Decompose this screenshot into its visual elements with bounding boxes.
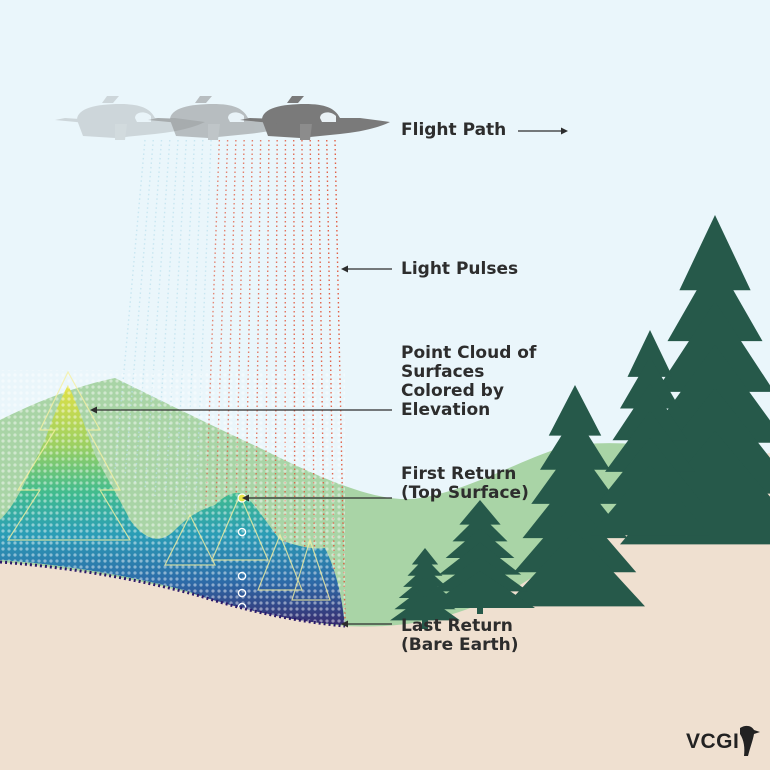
evergreen-tree-tier — [505, 530, 645, 607]
point-cloud-trees — [6, 370, 331, 601]
evergreen-forest — [390, 215, 770, 629]
last-return-label: Last Return (Bare Earth) — [401, 617, 519, 655]
return-marker — [237, 527, 247, 537]
light-pulse-beam — [114, 139, 146, 471]
bare-earth-points — [0, 560, 346, 628]
flight-path-label: Flight Path — [401, 120, 507, 140]
evergreen-tree-trunk — [712, 520, 718, 534]
evergreen-tree-trunk — [647, 520, 653, 534]
last-return-label-line: Last Return — [401, 616, 513, 636]
evergreen-tree-tier — [540, 414, 610, 470]
first-return-label-line: First Return — [401, 464, 517, 484]
point-cloud-label: Point Cloud of Surfaces Colored by Eleva… — [401, 344, 536, 420]
evergreen-tree-tier — [425, 570, 535, 608]
evergreen-tree-tier — [590, 464, 710, 536]
point-cloud-label-line: Colored by — [401, 381, 504, 401]
evergreen-tree-trunk — [572, 590, 578, 604]
evergreen-tree-tier — [667, 258, 763, 342]
evergreen-tree-tier — [655, 301, 770, 392]
evergreen-tree-tier — [452, 514, 508, 542]
evergreen-tree-tier — [620, 356, 680, 409]
first-return-label: First Return (Top Surface) — [401, 465, 529, 503]
evergreen-tree-tier — [679, 215, 751, 291]
light-pulse-beam — [274, 139, 278, 575]
evergreen-tree-tier — [548, 385, 602, 436]
point-cloud-label-line: Elevation — [401, 400, 491, 420]
light-pulse-beam — [194, 139, 212, 523]
evergreen-tree-tier — [390, 595, 460, 621]
evergreen-tree-trunk — [477, 600, 483, 614]
evergreen-tree-tier — [411, 548, 439, 565]
return-marker — [237, 571, 247, 581]
airplane — [240, 96, 390, 140]
evergreen-tree-tier — [459, 500, 501, 525]
last-return-label-line: (Bare Earth) — [401, 635, 519, 655]
first-return-label-line: (Top Surface) — [401, 483, 529, 503]
evergreen-tree-trunk — [422, 615, 428, 629]
return-marker — [237, 588, 247, 598]
light-pulses-label: Light Pulses — [401, 259, 519, 279]
light-pulse-beam — [174, 139, 196, 510]
point-cloud-label-line: Surfaces — [401, 362, 485, 382]
callout-arrows — [90, 127, 568, 628]
evergreen-tree-tier — [407, 557, 443, 576]
vcgi-logo: VCGI — [686, 730, 740, 753]
point-cloud-label-line: Point Cloud of — [401, 343, 537, 363]
evergreen-tree-tier — [627, 330, 673, 377]
loon-bird-icon — [740, 725, 760, 756]
ground — [0, 453, 770, 770]
light-pulse-beam — [134, 139, 163, 484]
light-pulse-beam — [317, 139, 326, 607]
light-pulse-beam — [244, 139, 254, 555]
light-pulse-beam — [234, 139, 245, 549]
